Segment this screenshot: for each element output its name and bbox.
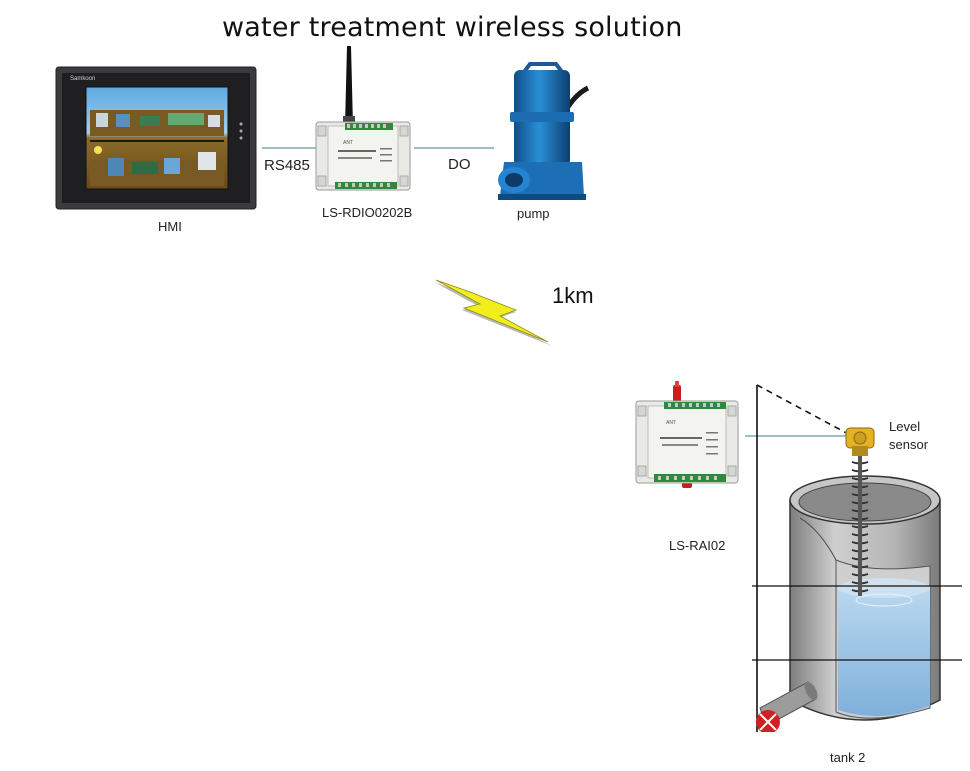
antenna-icon (345, 46, 353, 126)
hmi-label: HMI (158, 219, 182, 234)
rdio-module: ANT (315, 46, 411, 191)
rai-face-brand: ANT (666, 420, 676, 426)
hmi-panel: Samkoon (55, 66, 257, 210)
pump-label: pump (517, 206, 550, 221)
diagram-title: water treatment wireless solution (222, 12, 683, 43)
tank-label: tank 2 (830, 750, 866, 765)
level-sensor-label-line2: sensor (889, 437, 929, 452)
rai-label: LS-RAI02 (669, 538, 726, 553)
wireless-link-icon (434, 279, 552, 346)
pump-icon (498, 62, 590, 200)
do-label: DO (448, 156, 471, 173)
level-sensor-label-line1: Level (889, 419, 921, 434)
rs485-label: RS485 (264, 157, 310, 174)
distance-label: 1km (552, 283, 594, 308)
rdio-face-brand: ANT (343, 140, 353, 146)
level-sensor-icon (845, 427, 875, 596)
rai-module: ANT (635, 381, 739, 488)
tank-icon (752, 384, 962, 771)
rdio-label: LS-RDIO0202B (322, 205, 413, 220)
hmi-brand-text: Samkoon (70, 76, 95, 82)
